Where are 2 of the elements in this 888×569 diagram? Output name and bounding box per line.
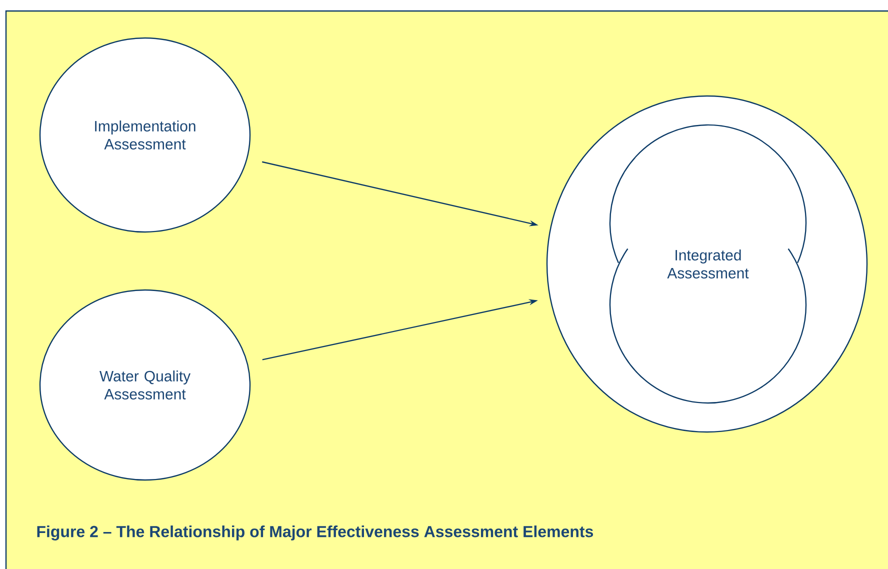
figure-caption: Figure 2 – The Relationship of Major Effectiveness Assessment Elements (37, 526, 593, 540)
node-label: Assessment (667, 268, 749, 278)
